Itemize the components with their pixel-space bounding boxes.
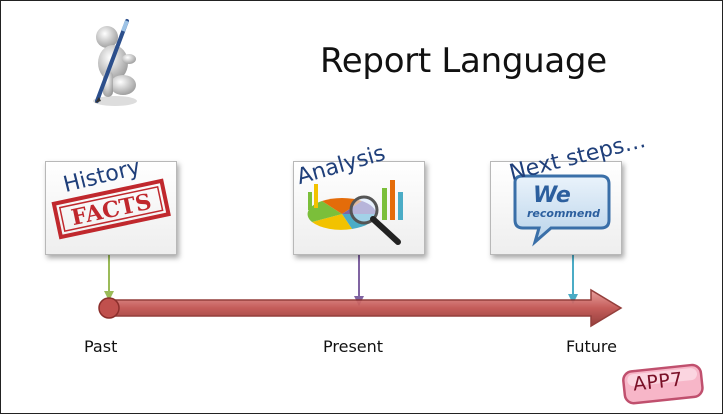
timeline-label-future: Future	[566, 337, 617, 356]
history-card: FACTS	[45, 161, 177, 255]
facts-stamp-image: FACTS	[51, 178, 171, 240]
next-steps-card: We recommend	[490, 161, 622, 255]
figure-writing-icon	[93, 19, 137, 106]
app7-badge	[622, 363, 704, 405]
we-recommend-speech-bubble-image: We recommend	[513, 174, 611, 247]
timeline-label-present: Present	[323, 337, 384, 356]
pie-chart-magnifier-image	[307, 180, 403, 245]
timeline-label-past: Past	[84, 337, 118, 356]
timeline-connector-future	[568, 253, 578, 304]
timeline-arrow	[98, 288, 623, 328]
timeline-connector-present	[354, 253, 364, 306]
analysis-card	[293, 161, 425, 255]
we-text: We	[533, 183, 571, 208]
recommend-text: recommend	[527, 207, 600, 220]
slide-title: Report Language	[320, 41, 607, 81]
timeline-connector-past	[104, 253, 114, 301]
